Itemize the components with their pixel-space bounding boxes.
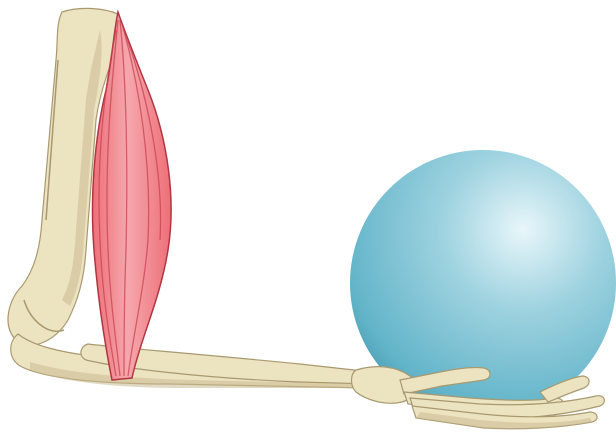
arm-anatomy-illustration [0, 0, 616, 439]
